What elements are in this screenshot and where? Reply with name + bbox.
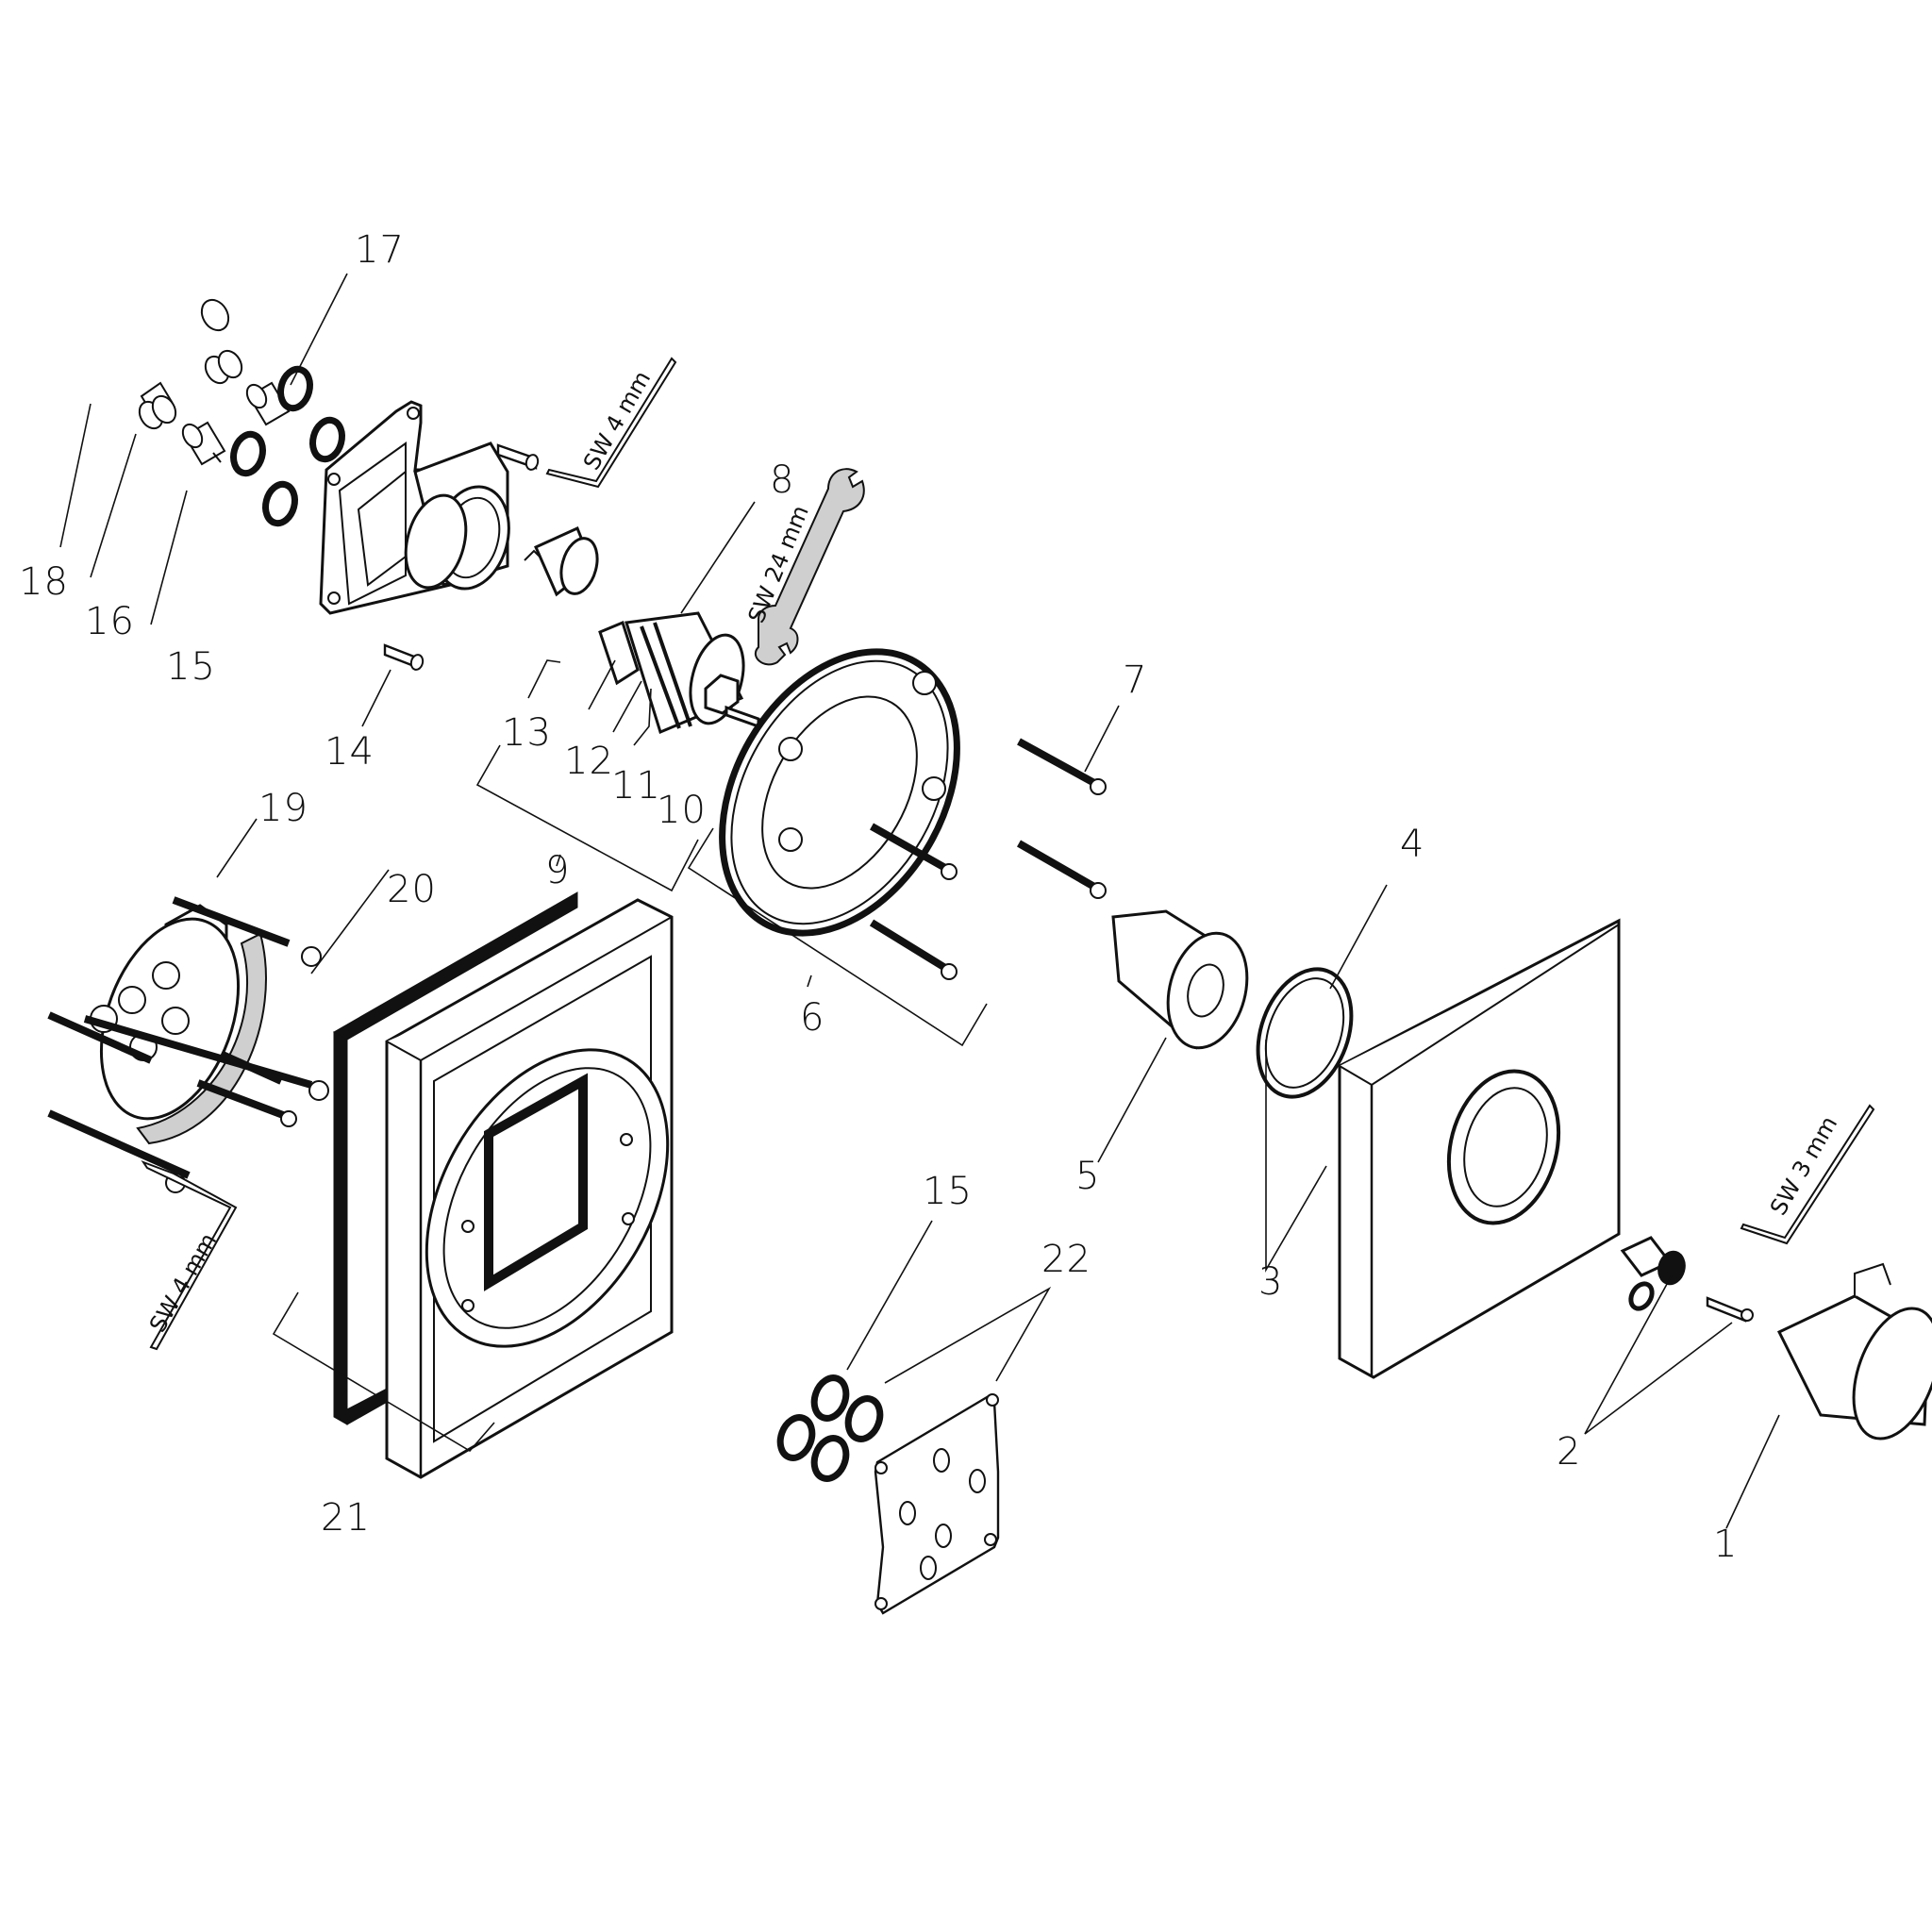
part-3-cover-plate [1338,918,1621,1379]
part-1-handle [1776,1262,1932,1441]
callout-labels: 17 18 16 15 14 8 13 12 11 10 9 6 7 4 5 3… [19,228,1738,1566]
callout-19: 19 [258,787,308,830]
part-6-mounting-ring [719,648,960,937]
part-16-fitting [181,421,226,466]
part-7-screws [869,738,1107,980]
part-18-plug [138,298,243,430]
leader-lines [59,273,1780,1529]
callout-4: 4 [1400,823,1424,866]
svg-text:SW 4 mm: SW 4 mm [144,1228,222,1337]
part-15-orings-top [230,365,345,527]
part-14-screw [383,643,425,671]
callout-10: 10 [657,789,707,832]
callout-17: 17 [355,228,405,272]
callout-22: 22 [1041,1238,1091,1281]
callout-12: 12 [564,740,614,783]
callout-11: 11 [611,764,661,808]
callout-2: 2 [1557,1430,1581,1474]
screw-body-top [496,443,540,471]
callout-21: 21 [321,1496,371,1540]
callout-3: 3 [1258,1260,1283,1304]
callout-20: 20 [387,868,437,911]
hex-key-top-icon: SW 4 mm [545,357,677,489]
callout-15-top: 15 [166,645,216,689]
callout-1: 1 [1713,1523,1738,1566]
callout-5: 5 [1075,1155,1100,1198]
callout-9: 9 [545,849,570,892]
part-15-orings-bottom [776,1374,884,1482]
svg-text:SW 4 mm: SW 4 mm [578,366,656,475]
wrench-icon: SW 24 mm [743,468,865,666]
part-20-screws [47,896,329,1193]
valve-body [319,400,510,615]
part-9-cartridge [598,611,760,735]
part-22-plate [874,1393,1000,1615]
callout-8: 8 [770,458,794,502]
callout-14: 14 [325,730,375,774]
callout-15-bottom: 15 [923,1170,973,1213]
part-21-frame [332,891,674,1479]
callout-13: 13 [502,711,552,755]
part-2-pin-screw [1620,1236,1754,1323]
cartridge-sleeve [524,525,599,597]
hex-key-right-icon: SW 3 mm [1740,1104,1875,1245]
callout-6: 6 [800,996,824,1040]
part-17-fitting [245,381,291,426]
callout-18: 18 [19,560,69,604]
part-4-ring [1256,967,1354,1099]
callout-16: 16 [85,600,135,643]
part-5-sleeve [1111,909,1249,1050]
callout-7: 7 [1123,658,1147,702]
hex-key-left-icon: SW 4 mm [141,1159,238,1351]
